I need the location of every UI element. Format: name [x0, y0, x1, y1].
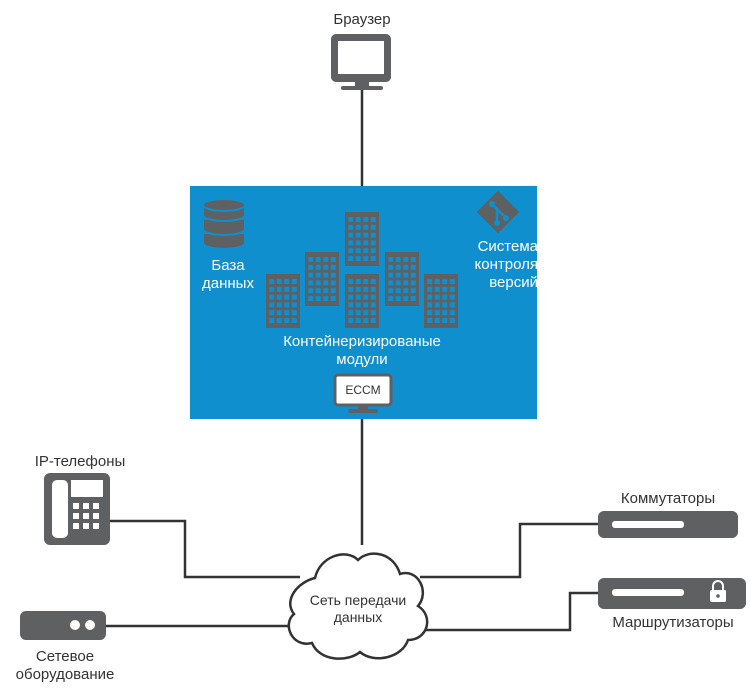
- network-device-icon: [20, 611, 106, 640]
- building-icon: [345, 274, 379, 328]
- network-label-line2: данных: [333, 609, 383, 625]
- eccm-monitor-icon: [333, 373, 393, 413]
- network-label: Сеть передачи данных: [296, 592, 420, 626]
- switch-icon: [598, 511, 738, 538]
- router-lock-icon: [598, 578, 746, 609]
- vcs-label-line1: Система: [477, 238, 538, 255]
- vcs-label-line2: контроля: [474, 256, 538, 273]
- network-equipment-label: Сетевое оборудование: [5, 648, 125, 684]
- browser-label: Браузер: [333, 11, 391, 28]
- phone-icon: [44, 473, 110, 545]
- eccm-label: ECCM: [345, 383, 381, 397]
- cloud-icon: [287, 552, 429, 660]
- git-icon: [476, 190, 520, 234]
- database-label-line2: данных: [202, 275, 254, 292]
- building-icon: [424, 274, 458, 328]
- network-equipment-label-line1: Сетевое: [35, 648, 95, 665]
- network-label-line1: Сеть передачи: [309, 592, 407, 608]
- ip-phones-label: IP-телефоны: [34, 453, 126, 470]
- phone-link: [110, 519, 300, 579]
- database-icon: [202, 198, 246, 250]
- vcs-label-line3: версий: [489, 274, 538, 291]
- containers-label: Контейнеризированые модули: [262, 333, 462, 369]
- routers-label: Маршрутизаторы: [612, 614, 734, 631]
- database-label-line1: База: [211, 257, 245, 274]
- containers-label-line2: модули: [336, 351, 388, 368]
- vcs-label: Система контроля версий: [456, 238, 538, 292]
- building-icon: [385, 252, 419, 306]
- switch-link: [420, 522, 600, 579]
- database-label: База данных: [195, 257, 261, 293]
- network-equipment-label-line2: оборудование: [15, 666, 115, 683]
- containers-label-line1: Контейнеризированые: [283, 333, 441, 350]
- container-buildings: [266, 212, 458, 328]
- monitor-icon: [331, 34, 391, 90]
- building-icon: [266, 274, 300, 328]
- building-icon: [305, 252, 339, 306]
- router-link: [415, 591, 600, 632]
- connection-lines: [105, 90, 600, 632]
- switches-label: Коммутаторы: [620, 490, 716, 507]
- building-icon: [345, 212, 379, 266]
